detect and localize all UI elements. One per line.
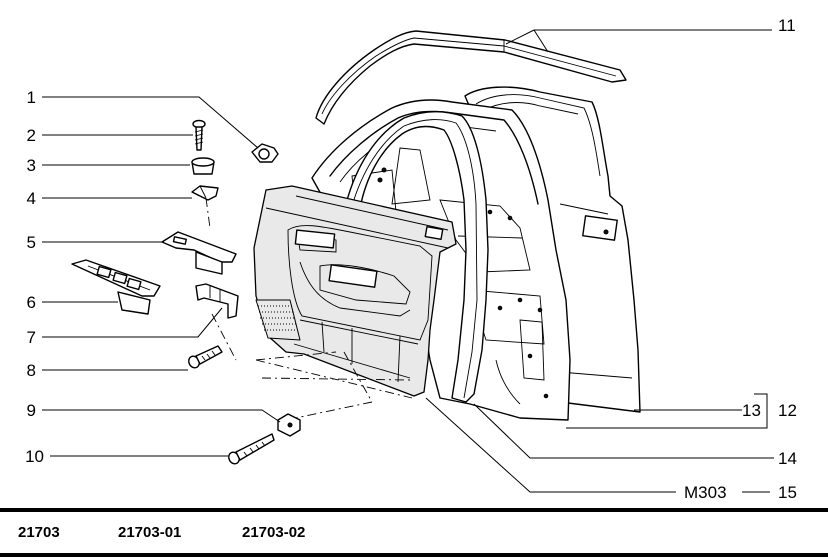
model-code-1: 21703	[18, 524, 60, 541]
callout-4: 4	[26, 189, 36, 208]
callout-2: 2	[26, 126, 36, 145]
part-7-bracket	[195, 283, 239, 319]
callout-3: 3	[26, 156, 36, 175]
part-2-screw	[192, 119, 206, 151]
model-code-2: 21703-01	[118, 524, 182, 541]
callout-5: 5	[26, 233, 36, 252]
part-10-screw	[228, 433, 275, 465]
part-1-clip	[251, 143, 279, 163]
callout-15: 15	[778, 483, 797, 502]
door-opening-seal	[345, 111, 489, 403]
callout-13: 13	[742, 401, 761, 420]
callout-8: 8	[26, 361, 36, 380]
model-code-3: 21703-02	[242, 524, 306, 541]
part-9-nut	[277, 413, 301, 437]
part-3-grommet	[191, 157, 215, 175]
callout-15-code: M303	[684, 483, 727, 502]
callout-14: 14	[778, 449, 797, 468]
footer-top-rule	[0, 508, 828, 512]
part-4-clip-nut	[191, 185, 219, 201]
part-5-switch-plate	[161, 231, 237, 275]
part-8-bolt	[188, 345, 223, 369]
callout-12: 12	[778, 401, 797, 420]
callout-7: 7	[26, 328, 36, 347]
door-trim-panel	[253, 185, 457, 397]
callout-11: 11	[778, 16, 796, 35]
callout-6: 6	[26, 293, 36, 312]
callout-1: 1	[26, 88, 36, 107]
part-6-window-switch	[71, 259, 161, 315]
footer-bottom-rule	[0, 553, 828, 557]
callout-10: 10	[25, 447, 44, 466]
part-11-window-seal	[315, 30, 627, 125]
leader-lines	[42, 29, 774, 493]
callout-9: 9	[26, 401, 36, 420]
